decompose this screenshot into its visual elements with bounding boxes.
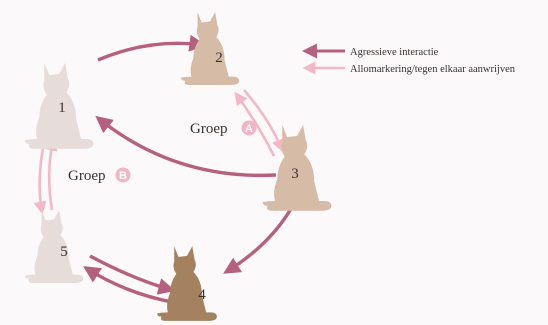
group-a-badge [241,120,257,136]
legend-allomarking-label: Allomarkering/tegen elkaar aanwrijven [350,64,516,75]
group-b-word: Groep [68,168,106,184]
arrow-cat1-to-cat5-allomarking [33,137,47,215]
group-b-badge [115,167,131,183]
group-b-letter: B [119,170,127,182]
cat-2-label: 2 [215,50,223,66]
group-a-word: Groep [190,121,228,137]
cat-3: 3 [262,124,332,211]
arrow-cat3-to-cat4-aggressive [223,206,294,274]
cat-5-icon [24,210,84,283]
arrow-cat1-to-cat2-aggressive [97,34,207,62]
arrow-cat2-to-cat3-allomarking [243,89,285,153]
cat-4: 4 [157,246,217,321]
legend: Agressieve interactie Allomarkering/tege… [302,43,516,75]
cat-3-label: 3 [291,166,299,182]
arrow-cat3-to-cat2-allomarking [234,91,276,157]
cat-4-icon [157,246,217,321]
group-a-letter: A [245,123,253,135]
cat-1-label: 1 [58,100,66,116]
arrow-cat5-to-cat1-allomarking [44,137,58,211]
cat-5-label: 5 [60,244,68,260]
group-b-label: Groep B [68,167,131,184]
legend-aggressive-label: Agressieve interactie [350,47,439,58]
cat-4-label: 4 [198,287,206,303]
group-a-label: Groep A [190,120,257,137]
cat-1: 1 [24,62,94,149]
cat-2: 2 [180,12,240,85]
arrow-cat4-to-cat5-aggressive [83,266,173,304]
cat-2-icon [180,12,240,85]
arrow-cat3-to-cat1-aggressive [95,115,277,178]
cat-5: 5 [24,210,84,283]
arrow-cat5-to-cat4-aggressive [89,254,176,295]
